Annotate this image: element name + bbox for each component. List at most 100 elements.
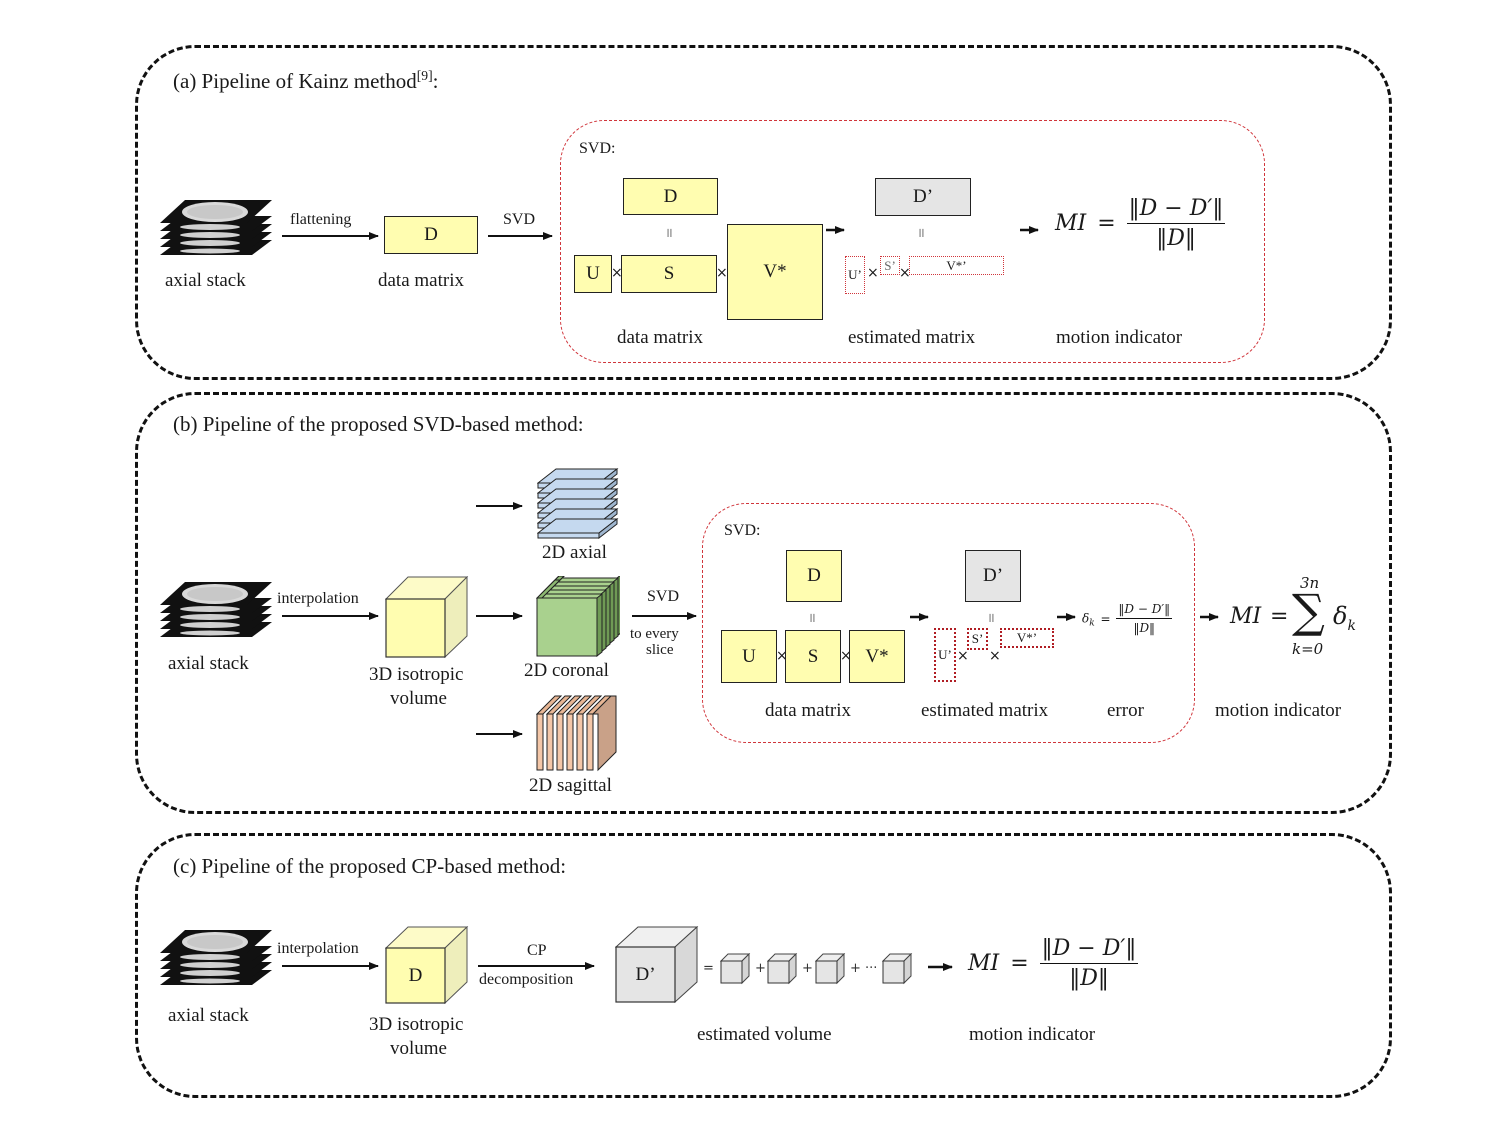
estimated-volume-cube (615, 926, 699, 1004)
volume-label-line1: 3D isotropic (369, 664, 464, 685)
coronal-arrow (476, 612, 523, 620)
mi-symbol: MI (968, 951, 1000, 976)
equals-sign: ॥ (987, 611, 995, 626)
axial-stack-label: axial stack (168, 653, 249, 674)
times-sign: × (989, 648, 1001, 664)
panel-b-title: (b) Pipeline of the proposed SVD-based m… (173, 412, 584, 436)
matrix-d: D (786, 550, 842, 602)
matrix-v: V* (849, 630, 905, 683)
times-sign: × (840, 648, 852, 664)
matrix-v-prime: V*’ (1000, 628, 1054, 648)
panel-a-kainz-pipeline (135, 45, 1392, 380)
panel-c-cp-pipeline (135, 833, 1392, 1098)
decomposition-label: decomposition (479, 971, 574, 988)
axial-stack-label: axial stack (168, 1005, 249, 1026)
mi-fraction: ‖D − D′‖ ‖D‖ (1126, 196, 1226, 251)
plus-ellipsis: + ··· (850, 961, 878, 976)
svd-region-b (702, 503, 1195, 743)
sagittal-slice-front (586, 713, 594, 771)
svd-arrow (488, 232, 553, 240)
panel-c-title: (c) Pipeline of the proposed CP-based me… (173, 854, 567, 878)
interpolation-arrow (282, 962, 379, 970)
brain-stack-icon (160, 582, 272, 637)
error-label: error (1107, 700, 1144, 721)
svd-heading-a: SVD: (579, 140, 616, 157)
svd-arrow-label: SVD (647, 588, 680, 605)
matrix-v-prime: V*’ (909, 256, 1004, 275)
error-denominator: ‖D‖ (1133, 621, 1156, 635)
isotropic-volume-cube (385, 576, 469, 658)
sum-equals: = (703, 961, 714, 976)
axial-stack-label: axial stack (165, 270, 246, 291)
panel-b-svd-pipeline (135, 392, 1392, 814)
sum-lower-limit: k=0 (1292, 640, 1324, 658)
delta-symbol: δ (1333, 602, 1348, 630)
cp-label: CP (527, 942, 547, 959)
rank-one-cube (767, 953, 798, 985)
sagittal-slice-front (566, 713, 574, 771)
matrix-s: S (785, 630, 841, 683)
delta-subscript: k (1089, 618, 1095, 629)
estimated-matrix-label: estimated matrix (921, 700, 1049, 721)
coronal-slices-icon (536, 576, 620, 658)
interpolation-label: interpolation (277, 940, 359, 957)
sagittal-slice-front (576, 713, 584, 771)
cp-decomposition-arrow (478, 962, 595, 970)
mi-symbol: MI (1230, 604, 1262, 629)
sagittal-slice-front (546, 713, 554, 771)
to-estimate-arrow (910, 613, 929, 621)
axial-label: 2D axial (542, 542, 607, 563)
matrix-s: S (621, 255, 717, 293)
plus-sign: + (802, 961, 813, 976)
to-mi-arrow (1200, 613, 1219, 621)
rank-one-cube (815, 953, 846, 985)
to-mi-arrow (928, 963, 953, 971)
times-sign: × (899, 265, 911, 281)
motion-indicator-label: motion indicator (1215, 700, 1342, 721)
error-fraction: ‖D − D′‖ ‖D‖ (1116, 602, 1173, 635)
times-sign: × (776, 648, 788, 664)
coronal-slice-front (536, 597, 598, 657)
interpolation-label: interpolation (277, 590, 359, 607)
matrix-s-prime: S’ (967, 628, 988, 650)
delta-subscript: k (1347, 617, 1356, 634)
motion-indicator-label: motion indicator (1056, 327, 1183, 348)
to-estimate-arrow (826, 226, 845, 234)
plus-sign: + (755, 961, 766, 976)
data-matrix-box: D (384, 216, 478, 254)
mi-numerator: ‖D − D′‖ (1039, 936, 1139, 964)
title-colon: : (432, 69, 439, 93)
matrix-d: D (623, 178, 718, 215)
times-sign: × (957, 648, 969, 664)
svd-region-a (560, 120, 1265, 363)
mi-denominator: ‖D‖ (1069, 966, 1109, 991)
sagittal-slice-front (536, 713, 544, 771)
interpolation-arrow (282, 612, 379, 620)
sagittal-label: 2D sagittal (529, 775, 612, 796)
svd-every-slice-arrow (632, 612, 697, 620)
volume-label-line1: 3D isotropic (369, 1014, 464, 1035)
slice-label: slice (646, 642, 674, 658)
delta-symbol: δ (1082, 611, 1090, 626)
rank-one-cube (720, 953, 751, 985)
matrix-u-prime: U’ (934, 628, 956, 682)
equals-sign: ॥ (665, 226, 673, 241)
mi-numerator: ‖D − D′‖ (1126, 196, 1226, 224)
volume-label-line2: volume (390, 1038, 447, 1059)
error-numerator: ‖D − D′‖ (1116, 602, 1173, 619)
mi-equals: = (1010, 951, 1029, 976)
coronal-slice-side (596, 592, 603, 658)
matrix-u-prime: U’ (845, 256, 865, 294)
error-equals: = (1100, 611, 1111, 626)
volume-d-label: D (408, 964, 423, 986)
matrix-v: V* (727, 224, 823, 320)
data-matrix-label: data matrix (378, 270, 464, 291)
volume-label-line2: volume (390, 688, 447, 709)
panel-a-title: (a) Pipeline of Kainz method[9]: (173, 68, 439, 94)
mi-denominator: ‖D‖ (1156, 226, 1196, 251)
mi-symbol: MI (1055, 211, 1087, 236)
matrix-d-prime: D’ (875, 178, 971, 216)
brain-stack-icon (160, 930, 272, 985)
error-formula: δk = ‖D − D′‖ ‖D‖ (1082, 602, 1173, 635)
axial-slice-side (598, 517, 618, 540)
